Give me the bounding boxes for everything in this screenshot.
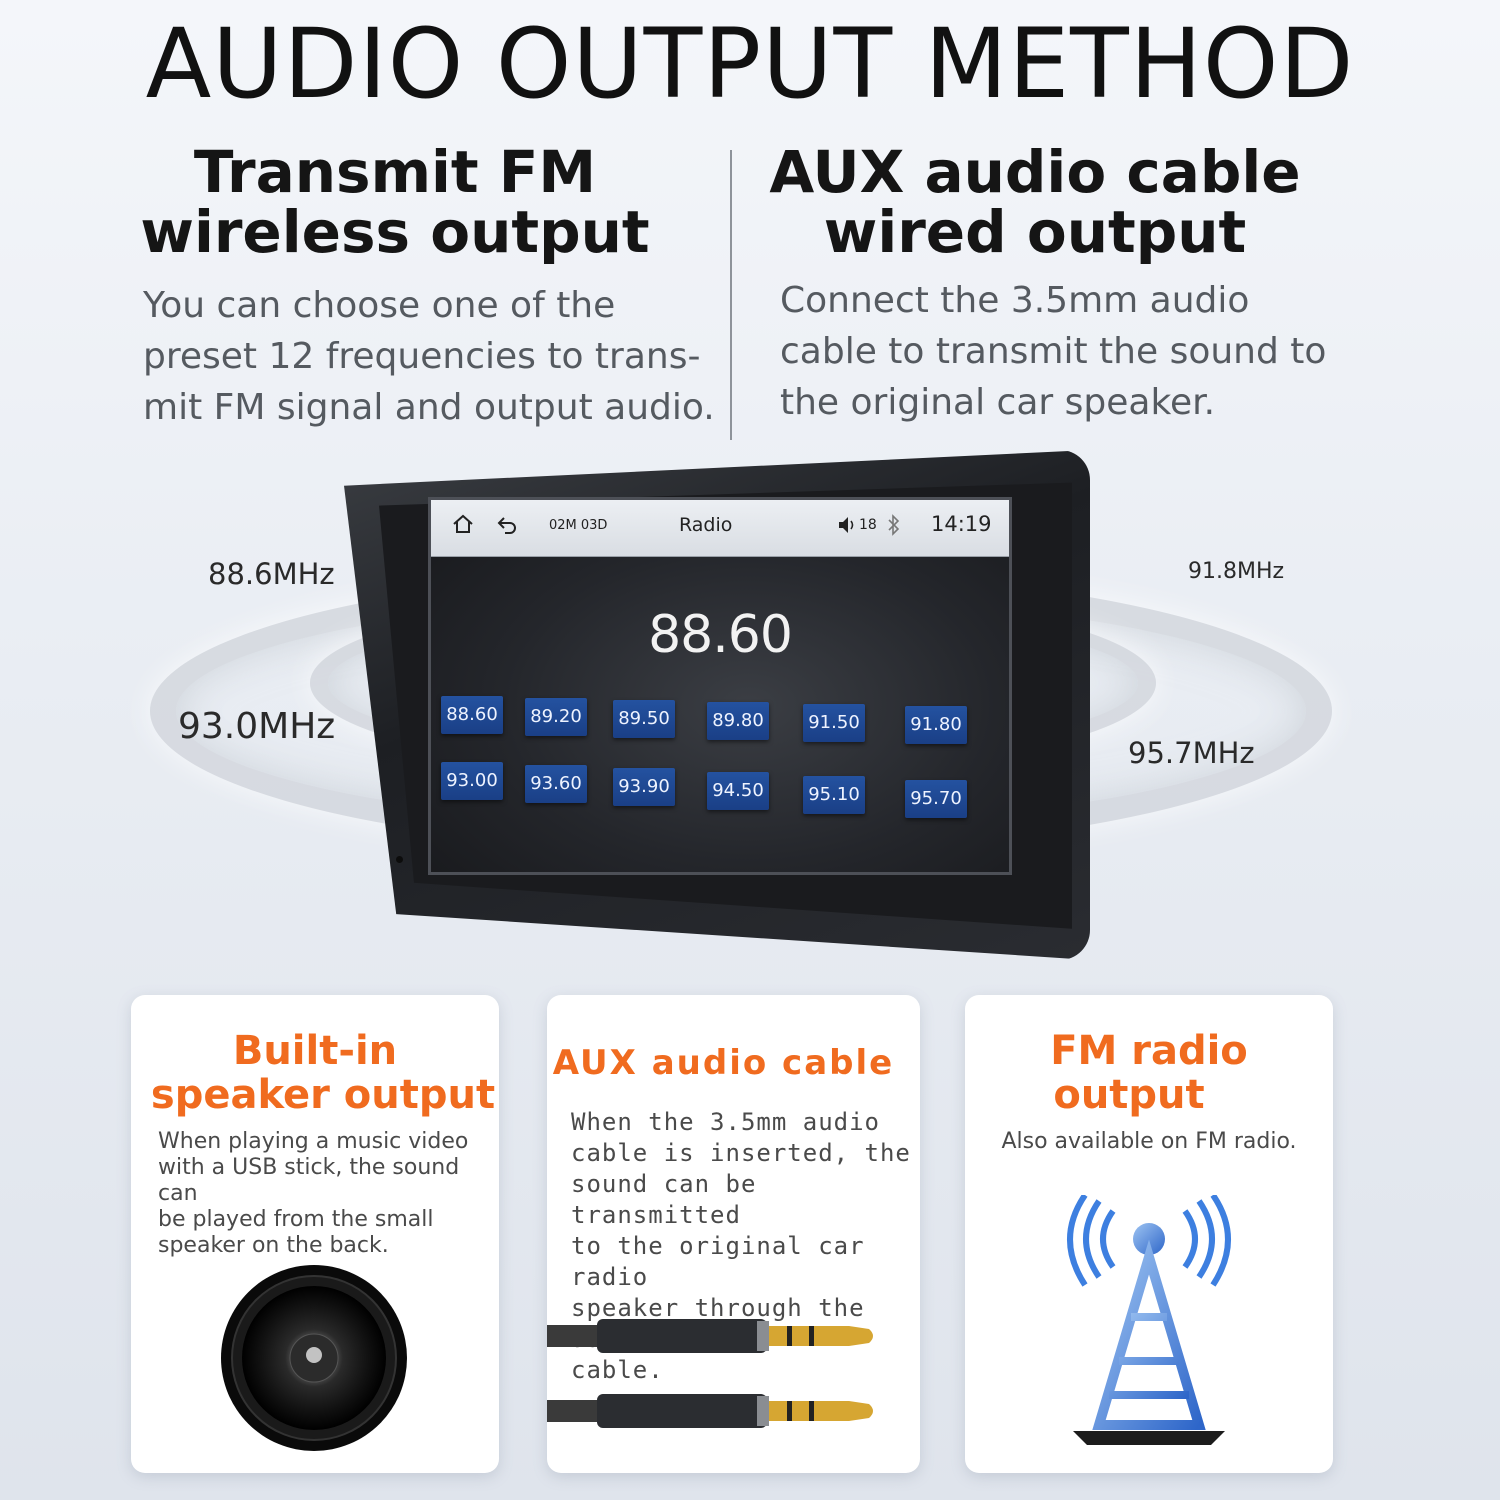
fm-card-title-line1: FM radio [1050,1028,1248,1074]
freq-label-95-7: 95.7MHz [1128,736,1255,770]
card-builtin-speaker: Built-in speaker output When playing a m… [131,995,499,1473]
preset-button[interactable]: 93.60 [525,765,587,803]
preset-button[interactable]: 91.80 [905,706,967,744]
back-icon[interactable] [495,512,519,541]
aux-section: AUX audio cable wired output [760,142,1310,262]
speaker-body-line2: with a USB stick, the sound can [158,1155,460,1206]
speaker-body-line3: be played from the small [158,1207,434,1232]
home-icon[interactable] [451,512,475,541]
aux-body-line1: When the 3.5mm audio [571,1108,880,1136]
preset-button[interactable]: 95.70 [905,780,967,818]
speaker-card-title-line2: speaker output [150,1072,496,1118]
screen-title: Radio [679,514,733,536]
aux-body-line2: cable to transmit the sound to [780,331,1327,372]
aux-cable-icon [547,1307,920,1451]
speaker-card-title-line1: Built-in [232,1028,398,1074]
preset-button[interactable]: 89.50 [613,700,675,738]
current-frequency: 88.60 [648,605,793,665]
fm-heading-line2: wireless output [140,198,650,266]
fm-card-title-line2: output [1053,1072,1205,1118]
preset-button[interactable]: 95.10 [803,776,865,814]
speaker-body-line1: When playing a music video [158,1129,469,1154]
freq-label-88-6: 88.6MHz [208,557,335,591]
fm-heading-line1: Transmit FM [193,138,597,206]
speaker-body-line4: speaker on the back. [158,1233,389,1258]
aux-body-line3: the original car speaker. [780,382,1216,423]
fm-body-line3: mit FM signal and output audio. [143,387,715,428]
microphone-dot [396,856,403,863]
preset-button[interactable]: 91.50 [803,704,865,742]
fm-section: Transmit FM wireless output [130,142,660,262]
aux-body-line2: cable is inserted, the [571,1139,911,1167]
preset-button[interactable]: 93.00 [441,762,503,800]
fm-body-line1: You can choose one of the [143,285,616,326]
preset-button[interactable]: 89.80 [707,702,769,740]
fm-body-line2: preset 12 frequencies to trans- [143,336,701,377]
aux-heading-line2: wired output [823,198,1247,266]
aux-body-line6: cable. [571,1356,664,1384]
preset-button[interactable]: 94.50 [707,772,769,810]
status-bar: 02M 03D Radio 18 14:19 [431,500,1009,557]
aux-heading-line1: AUX audio cable [769,138,1301,206]
preset-button[interactable]: 93.90 [613,768,675,806]
volume-level: 18 [859,517,877,533]
clock: 14:19 [931,512,992,536]
speaker-icon [219,1263,409,1457]
preset-button[interactable]: 89.20 [525,698,587,736]
preset-button[interactable]: 88.60 [441,696,503,734]
column-divider [730,150,732,440]
card-fm-radio: FM radio output Also available on FM rad… [965,995,1333,1473]
aux-card-body: When the 3.5mm audio cable is inserted, … [571,1107,916,1386]
aux-body-line1: Connect the 3.5mm audio [780,280,1250,321]
bluetooth-icon [887,514,901,541]
volume-icon[interactable] [837,514,857,541]
radio-tower-icon [1059,1193,1239,1449]
aux-body-line4: to the original car radio [571,1232,865,1291]
fm-description: You can choose one of the preset 12 freq… [143,280,743,433]
date-display: 02M 03D [549,518,608,533]
speaker-card-body: When playing a music video with a USB st… [158,1129,498,1259]
freq-label-91-8: 91.8MHz [1188,559,1285,584]
preset-grid: 88.60 89.20 89.50 89.80 91.50 91.80 93.0… [431,690,1009,830]
fm-card-body: Also available on FM radio. [1001,1129,1297,1154]
aux-body-line3: sound can be transmitted [571,1170,757,1229]
freq-label-93-0: 93.0MHz [178,706,336,747]
device-screen: 02M 03D Radio 18 14:19 88.60 88.60 89.20… [428,497,1012,875]
page-title: AUDIO OUTPUT METHOD [145,8,1355,120]
aux-card-title: AUX audio cable [552,1043,895,1083]
aux-description: Connect the 3.5mm audio cable to transmi… [780,275,1380,428]
card-aux-cable: AUX audio cable When the 3.5mm audio cab… [547,995,920,1473]
